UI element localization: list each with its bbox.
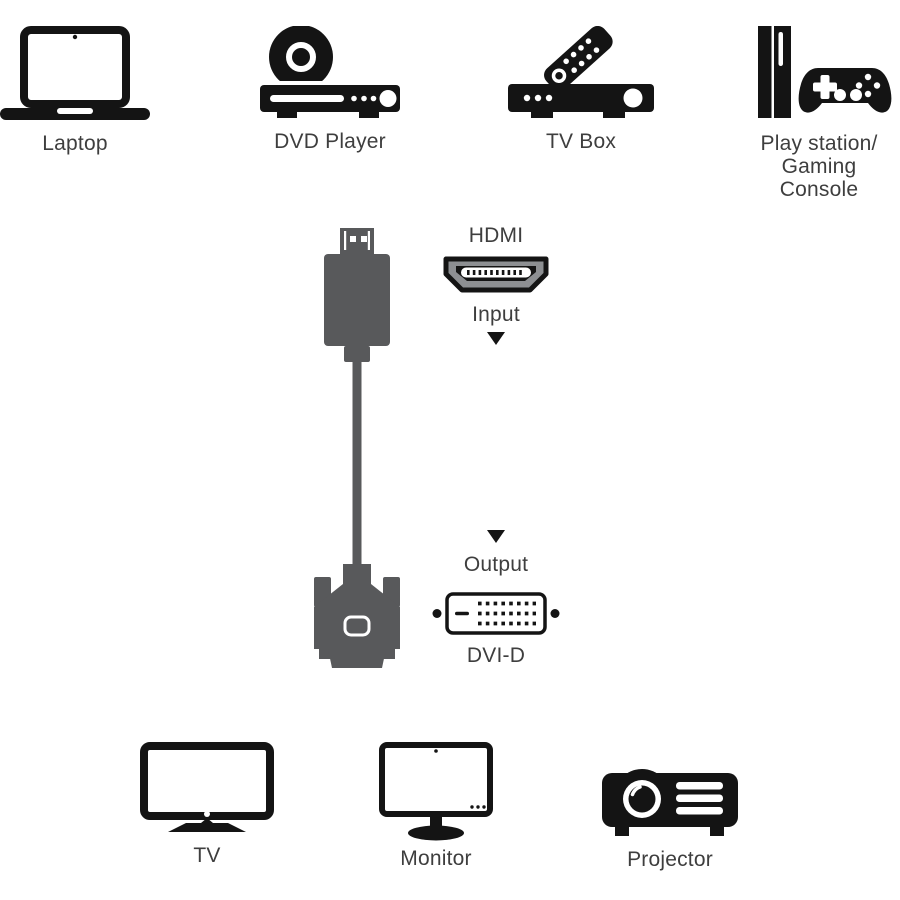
device-projector: Projector: [601, 764, 739, 871]
dvd-player-icon: [254, 26, 406, 118]
dvi-plug-connector: [314, 564, 400, 668]
device-label-tv: TV: [193, 844, 221, 867]
monitor-icon: [379, 742, 493, 841]
output-direction-label: Output: [463, 553, 529, 576]
device-tv: TV: [140, 742, 274, 867]
arrow-down-icon: [487, 332, 505, 345]
hdmi-to-dvi-cable-graphic: [314, 228, 400, 668]
gaming-console-icon: [758, 26, 892, 118]
device-monitor: Monitor: [379, 742, 493, 870]
input-connector-callout: HDMI Input: [420, 224, 572, 345]
output-connector-label: DVI-D: [466, 644, 526, 667]
dvi-d-port-icon: [432, 592, 560, 635]
device-label-laptop: Laptop: [42, 132, 108, 155]
input-connector-label: HDMI: [468, 224, 524, 247]
device-tv-box: TV Box: [506, 26, 656, 153]
input-direction-label: Input: [472, 303, 520, 326]
tv-box-icon: [508, 26, 654, 118]
arrow-down-icon: [487, 530, 505, 543]
device-label-tv-box: TV Box: [545, 130, 617, 153]
cable-wire: [352, 358, 362, 570]
device-gaming-console: Play station/ Gaming Console: [740, 24, 898, 201]
output-connector-callout: Output DVI-D: [420, 530, 572, 667]
hdmi-port-icon: [443, 256, 549, 293]
device-label-projector: Projector: [627, 848, 713, 871]
device-label-dvd-player: DVD Player: [274, 130, 386, 153]
projector-icon: [602, 769, 738, 836]
device-label-console-line1: Play station/: [760, 132, 878, 155]
laptop-icon: [0, 26, 150, 120]
hdmi-plug-connector: [324, 228, 390, 362]
device-label-console-line2: Gaming Console: [779, 155, 859, 201]
tv-icon: [140, 742, 274, 832]
device-dvd-player: DVD Player: [254, 26, 406, 153]
device-label-monitor: Monitor: [400, 847, 472, 870]
device-laptop: Laptop: [0, 26, 150, 155]
